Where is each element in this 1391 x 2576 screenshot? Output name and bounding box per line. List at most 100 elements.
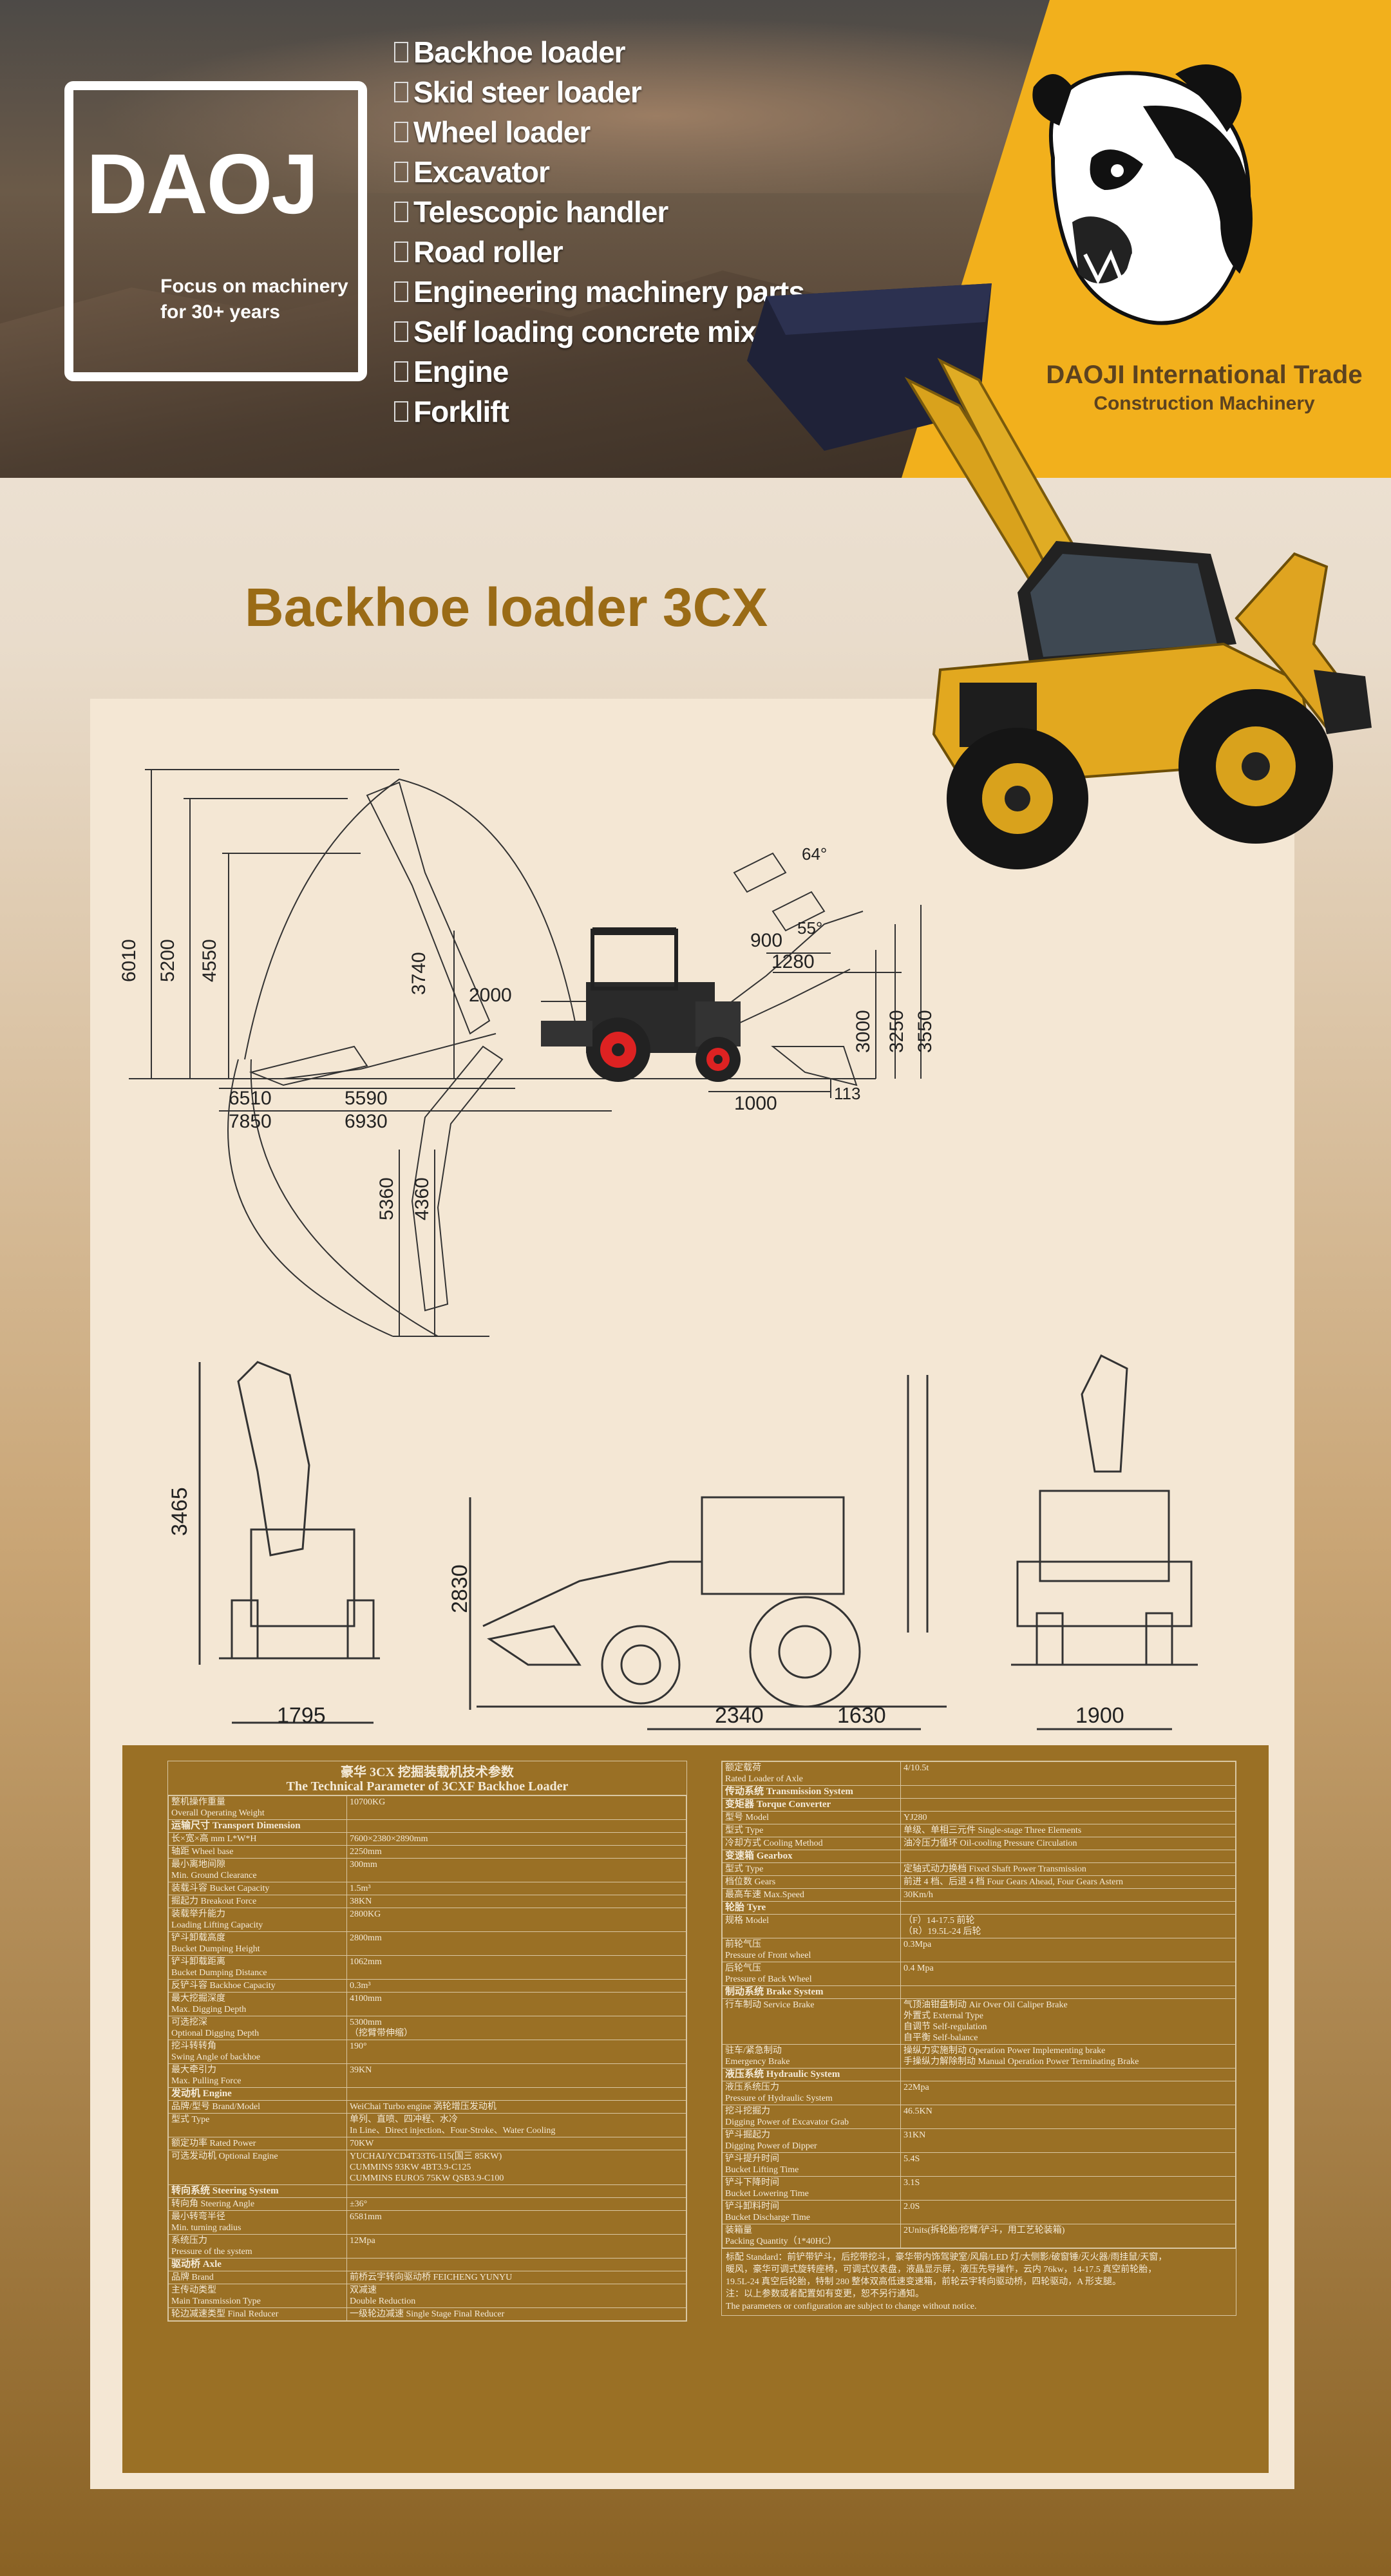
dim-4360: 4360 bbox=[412, 1177, 433, 1220]
spec-key: 转向系统 Steering System bbox=[168, 2184, 347, 2198]
product-item: Telescopic handler bbox=[394, 192, 860, 232]
spec-key: 长×宽×高 mm L*W*H bbox=[168, 1832, 347, 1846]
dim-3550: 3550 bbox=[914, 1010, 936, 1053]
spec-key: 轴距 Wheel base bbox=[168, 1845, 347, 1859]
dim-3250: 3250 bbox=[886, 1010, 907, 1053]
spec-value bbox=[900, 1901, 1236, 1915]
spec-row: 转向系统 Steering System bbox=[168, 2184, 686, 2198]
product-label: Telescopic handler bbox=[413, 195, 668, 229]
dim-2340: 2340 bbox=[715, 1703, 764, 1728]
spec-note-line: 标配 Standard：前铲带铲斗，后挖带挖斗，豪华带内饰驾驶室/风扇/LED … bbox=[726, 2253, 1168, 2262]
spec-value: 7600×2380×2890mm bbox=[346, 1832, 686, 1846]
dim-angle-55: 55° bbox=[797, 918, 822, 938]
spec-key: 型式 Type bbox=[722, 1824, 901, 1837]
spec-key: 品牌 Brand bbox=[168, 2271, 347, 2284]
spec-value: 39KN bbox=[346, 2063, 686, 2088]
product-label: Engine bbox=[413, 355, 509, 388]
spec-left-column: 豪华 3CX 挖掘装载机技术参数 The Technical Parameter… bbox=[167, 1761, 687, 2322]
spec-key: 发动机 Engine bbox=[168, 2087, 347, 2101]
spec-title-cn: 豪华 3CX 挖掘装载机技术参数 bbox=[341, 1765, 514, 1779]
spec-key: 装载斗容 Bucket Capacity bbox=[168, 1882, 347, 1895]
product-label: Forklift bbox=[413, 395, 509, 428]
product-label: Backhoe loader bbox=[413, 35, 626, 69]
spec-value: 2Units(拆轮胎/挖臂/铲斗，用工艺轮装箱) bbox=[900, 2224, 1236, 2248]
checkbox-icon bbox=[394, 361, 408, 382]
backhoe-loader-photo bbox=[747, 283, 1372, 869]
dim-7850: 7850 bbox=[229, 1111, 272, 1132]
checkbox-icon bbox=[394, 162, 408, 182]
product-label: Engineering machinery parts bbox=[413, 275, 805, 308]
dim-3000: 3000 bbox=[853, 1010, 874, 1053]
spec-key: 液压系统 Hydraulic System bbox=[722, 2068, 901, 2081]
spec-value: （F）14-17.5 前轮（R）19.5L-24 后轮 bbox=[900, 1914, 1236, 1938]
spec-value bbox=[900, 1785, 1236, 1799]
page-title: Backhoe loader 3CX bbox=[245, 577, 768, 638]
panda-mascot-icon bbox=[1032, 64, 1253, 325]
spec-row: 轮胎 Tyre bbox=[722, 1901, 1236, 1915]
dim-5590: 5590 bbox=[345, 1088, 388, 1109]
spec-value: 1062mm bbox=[346, 1955, 686, 1980]
spec-value: 5.4S bbox=[900, 2152, 1236, 2177]
spec-key: 档位数 Gears bbox=[722, 1875, 901, 1889]
product-label: Road roller bbox=[413, 235, 563, 269]
spec-key: 轮边减速类型 Final Reducer bbox=[168, 2307, 347, 2321]
spec-value: 一级轮边减速 Single Stage Final Reducer bbox=[346, 2307, 686, 2321]
spec-value bbox=[346, 1819, 686, 1833]
dim-1000: 1000 bbox=[734, 1093, 777, 1114]
spec-value: 油冷压力循环 Oil-cooling Pressure Circulation bbox=[900, 1837, 1236, 1850]
dim-3740: 3740 bbox=[408, 952, 430, 995]
spec-value: WeiChai Turbo engine 涡轮增压发动机 bbox=[346, 2100, 686, 2114]
spec-value: 31KN bbox=[900, 2128, 1236, 2153]
spec-key: 可选发动机 Optional Engine bbox=[168, 2150, 347, 2185]
dim-6010: 6010 bbox=[118, 939, 140, 982]
spec-value bbox=[346, 2258, 686, 2271]
spec-value: 操纵力实施制动 Operation Power Implementing bra… bbox=[900, 2044, 1236, 2069]
spec-value: 定轴式动力换档 Fixed Shaft Power Transmission bbox=[900, 1862, 1236, 1876]
spec-note-line: The parameters or configuration are subj… bbox=[726, 2302, 977, 2311]
company-name: DAOJI International Trade bbox=[1046, 361, 1363, 389]
spec-value: YJ280 bbox=[900, 1811, 1236, 1824]
orthographic-views-drawing: 3465 1795 2300 2830 2340 1630 6630 1900 … bbox=[167, 1354, 1198, 1773]
spec-key: 品牌/型号 Brand/Model bbox=[168, 2100, 347, 2114]
spec-value: 46.5KN bbox=[900, 2105, 1236, 2129]
backhoe-body-icon bbox=[541, 927, 741, 1082]
spec-value: ±36° bbox=[346, 2197, 686, 2211]
spec-panel: 豪华 3CX 挖掘装载机技术参数 The Technical Parameter… bbox=[122, 1745, 1269, 2473]
spec-key: 行车制动 Service Brake bbox=[722, 1998, 901, 2045]
spec-key: 规格 Model bbox=[722, 1914, 901, 1938]
product-label: Skid steer loader bbox=[413, 75, 642, 109]
checkbox-icon bbox=[394, 82, 408, 102]
spec-title: 豪华 3CX 挖掘装载机技术参数 The Technical Parameter… bbox=[168, 1761, 686, 1795]
